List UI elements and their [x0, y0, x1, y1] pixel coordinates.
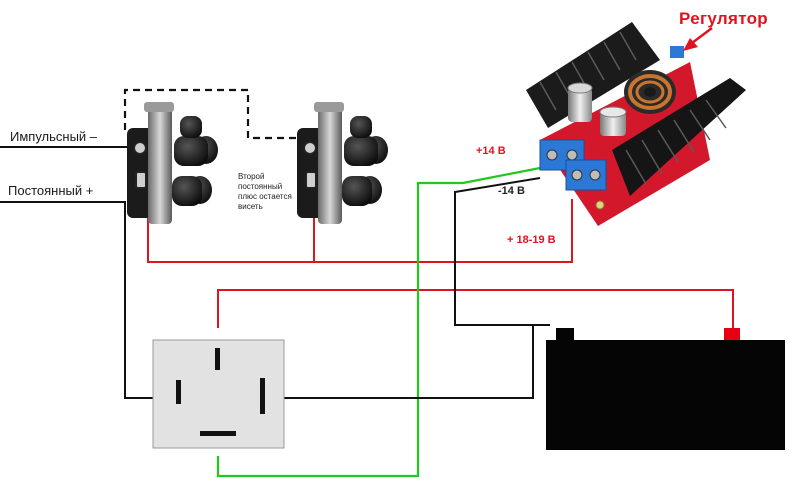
wires [0, 88, 734, 478]
constant-wire [0, 201, 155, 399]
regulator-arrow-icon [683, 27, 713, 51]
regulator-title: Регулятор [679, 9, 768, 28]
battery-plus-wire [217, 289, 734, 332]
relay-ground-wire [284, 326, 534, 399]
dashed-link-wire [123, 88, 298, 140]
plus14-label: +14 В [476, 145, 506, 157]
coil-red-bus [147, 199, 573, 263]
battery-icon [546, 328, 785, 450]
green-wire [216, 166, 541, 478]
regulator-minus-wire [454, 177, 550, 326]
ignition-coil-icon [297, 102, 388, 224]
regulator-icon [526, 22, 746, 226]
pulse-wire-label: Импульсный – [10, 129, 98, 144]
relay-icon [152, 339, 285, 449]
floating-plus-note: Второй постоянный плюс остается висеть [238, 172, 292, 211]
minus14-label: -14 В [498, 185, 525, 197]
constant-wire-label: Постоянный + [8, 183, 94, 198]
plus18-label: + 18-19 В [507, 234, 556, 246]
ignition-coil-icon [127, 102, 218, 224]
